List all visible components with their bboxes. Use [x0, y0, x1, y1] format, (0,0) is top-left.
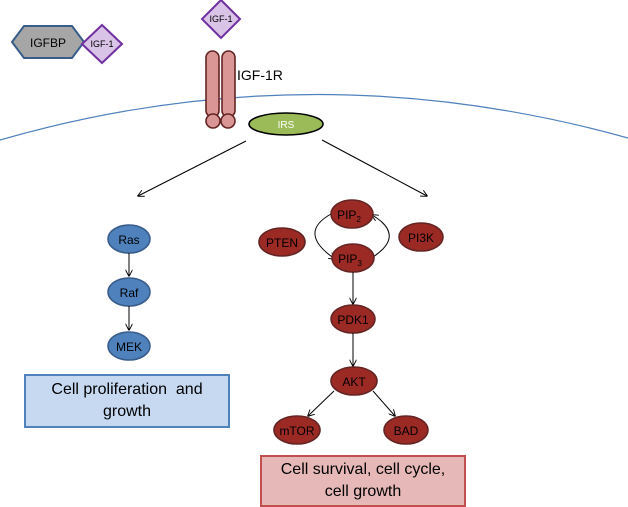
arrow-cycle-pip3-to-pip2 — [372, 215, 390, 258]
irs-label: IRS — [278, 120, 295, 131]
outcome-proliferation-line1: Cell proliferation and — [51, 381, 203, 398]
raf-label: Raf — [120, 286, 139, 300]
outcome-survival-box: Cell survival, cell cycle, cell growth — [260, 455, 466, 507]
igf1r-label: IGF-1R — [237, 67, 283, 83]
cell-membrane — [0, 93, 628, 141]
pip3-node: PIP3 — [331, 243, 375, 273]
igfbp-label: IGFBP — [30, 36, 66, 50]
igf1-bound-label: IGF-1 — [90, 39, 113, 49]
arrow-cycle-pip2-to-pip3 — [314, 213, 335, 259]
arrow-irs-to-pi3k — [321, 139, 427, 196]
pip2-label: PIP — [337, 208, 356, 222]
pdk1-node: PDK1 — [330, 304, 376, 334]
pten-node: PTEN — [258, 227, 306, 257]
svg-text:PIP3: PIP3 — [338, 252, 362, 268]
arrow-akt-to-bad — [372, 390, 395, 416]
outcome-proliferation-box: Cell proliferation and growth — [24, 374, 230, 428]
mtor-node: mTOR — [273, 415, 321, 445]
outcome-survival-line2: cell growth — [324, 483, 402, 500]
ras-node: Ras — [107, 224, 151, 254]
raf-node: Raf — [107, 277, 151, 307]
igf1-free-node: IGF-1 — [200, 0, 242, 40]
igf1-free-label: IGF-1 — [209, 14, 232, 24]
irs-node: IRS — [248, 112, 324, 136]
akt-node: AKT — [330, 366, 378, 396]
svg-text:PIP2: PIP2 — [337, 208, 361, 224]
pip2-subscript: 2 — [356, 215, 361, 224]
outcome-proliferation-line2: growth — [102, 403, 151, 420]
pip3-label: PIP — [338, 252, 357, 266]
ras-label: Ras — [118, 233, 139, 247]
pdk1-label: PDK1 — [337, 313, 369, 327]
arrow-irs-to-ras — [138, 140, 247, 196]
pi3k-label: PI3K — [408, 231, 434, 245]
pten-label: PTEN — [266, 236, 298, 250]
outcome-survival-line1: Cell survival, cell cycle, — [280, 461, 446, 478]
pip2-node: PIP2 — [330, 199, 374, 229]
arrow-akt-to-mtor — [308, 390, 335, 416]
mek-label: MEK — [116, 340, 142, 354]
pip3-subscript: 3 — [357, 259, 362, 268]
mtor-label: mTOR — [279, 424, 314, 438]
pi3k-node: PI3K — [398, 222, 444, 252]
igfbp-node: IGFBP — [10, 25, 86, 59]
bad-label: BAD — [394, 424, 419, 438]
akt-label: AKT — [342, 375, 366, 389]
bad-node: BAD — [383, 415, 429, 445]
igf1r-receptor: IGF-1R — [205, 50, 283, 129]
igf1-bound-node: IGF-1 — [80, 23, 124, 65]
mek-node: MEK — [107, 331, 151, 361]
